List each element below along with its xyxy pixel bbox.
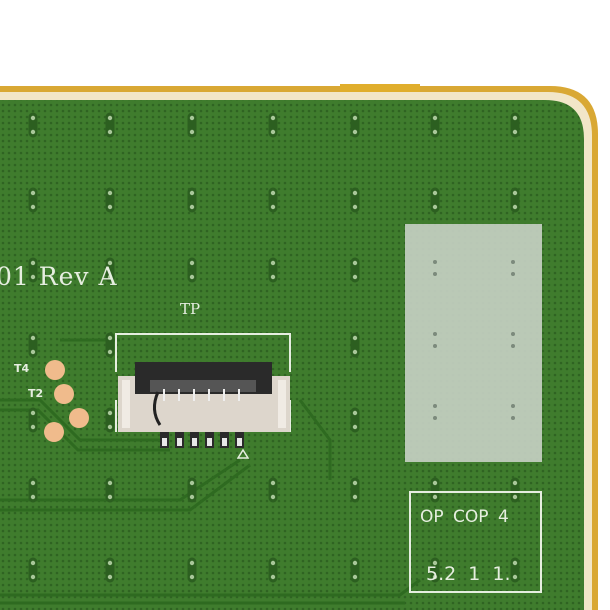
via-pair: [105, 557, 115, 583]
via-pair: [28, 557, 38, 583]
via-pair: [350, 187, 360, 213]
via-under-sticker: [511, 416, 515, 420]
contact-pin: [238, 389, 240, 401]
solder-pin-lead: [237, 438, 242, 446]
via-pair: [187, 187, 197, 213]
via-grid: [28, 112, 520, 583]
via-under-sticker: [511, 260, 515, 264]
via-under-sticker: [433, 260, 437, 264]
via-under-sticker: [511, 272, 515, 276]
via-pair: [430, 187, 440, 213]
fpc-connector: [118, 362, 290, 432]
test-pad: [45, 360, 65, 380]
via-pair: [28, 187, 38, 213]
via-pair: [350, 557, 360, 583]
tp-label: TP: [180, 300, 201, 318]
via-pair: [105, 257, 115, 283]
solder-pin-lead: [192, 438, 197, 446]
traces: [0, 338, 421, 605]
gold-tab: [340, 84, 420, 94]
via-pair: [350, 407, 360, 433]
via-pair: [510, 557, 520, 583]
via-under-sticker: [433, 416, 437, 420]
via-pair: [268, 557, 278, 583]
via-under-sticker: [511, 332, 515, 336]
via-pair: [28, 477, 38, 503]
box-line-2: 5.2 1 1.: [426, 563, 511, 585]
label-sticker: [405, 224, 542, 462]
solder-pin-lead: [162, 438, 167, 446]
via-pair: [350, 257, 360, 283]
test-pad: [69, 408, 89, 428]
box-line-1: OP COP 4: [420, 507, 509, 527]
t4-label: T4: [14, 362, 30, 375]
via-pair: [28, 257, 38, 283]
via-pair: [28, 407, 38, 433]
contact-pin: [208, 389, 210, 401]
contact-pin: [193, 389, 195, 401]
via-under-sticker: [511, 404, 515, 408]
test-pad: [44, 422, 64, 442]
via-pair: [268, 477, 278, 503]
via-under-sticker: [433, 332, 437, 336]
via-pair: [105, 332, 115, 358]
test-pad: [54, 384, 74, 404]
via-pair: [187, 557, 197, 583]
t2-label: T2: [28, 387, 44, 400]
via-pair: [105, 477, 115, 503]
pin1-marker: [236, 448, 250, 459]
via-pair: [510, 477, 520, 503]
via-pair: [28, 332, 38, 358]
contact-pin: [178, 389, 180, 401]
contact-pin: [163, 389, 165, 401]
via-pair: [430, 112, 440, 138]
solder-pin-lead: [222, 438, 227, 446]
solder-pin-lead: [177, 438, 182, 446]
rev-label: 01 Rev A: [0, 262, 118, 291]
via-under-sticker: [433, 404, 437, 408]
via-pair: [187, 112, 197, 138]
via-pair: [28, 112, 38, 138]
via-pair: [105, 187, 115, 213]
via-under-sticker: [433, 344, 437, 348]
via-pair: [430, 557, 440, 583]
solder-pin-lead: [207, 438, 212, 446]
via-pair: [268, 112, 278, 138]
contact-pin: [223, 389, 225, 401]
via-pair: [350, 332, 360, 358]
via-pair: [187, 477, 197, 503]
via-pair: [105, 112, 115, 138]
via-pair: [268, 257, 278, 283]
via-pair: [510, 112, 520, 138]
via-under-sticker: [433, 272, 437, 276]
via-pair: [268, 187, 278, 213]
via-pair: [510, 187, 520, 213]
via-pair: [350, 477, 360, 503]
silkscreen-box: [409, 491, 542, 593]
via-pair: [187, 257, 197, 283]
via-pair: [430, 477, 440, 503]
via-pair: [105, 407, 115, 433]
test-pads: [44, 360, 89, 442]
via-under-sticker: [511, 344, 515, 348]
via-pair: [350, 112, 360, 138]
